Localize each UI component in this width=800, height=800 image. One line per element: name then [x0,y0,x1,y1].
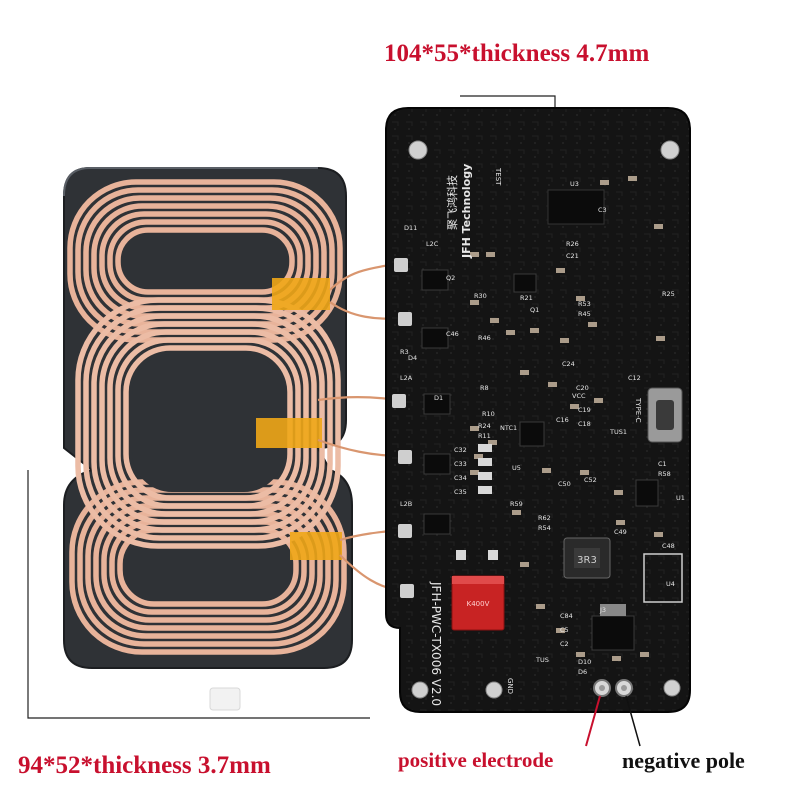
silkscreen-ref: U1 [676,494,685,502]
silkscreen-ref: C3 [598,206,607,214]
silkscreen-ref: C52 [584,476,597,484]
silkscreen-ref: C35 [454,488,467,496]
silkscreen-ref: R24 [478,422,491,430]
silkscreen: JFH Technology 聚飞鸿科技 JFH-PWC-TX006 V2.0 … [400,164,685,706]
model-number: JFH-PWC-TX006 V2.0 [429,581,443,706]
coil-dimensions-label: 94*52*thickness 3.7mm [18,752,271,779]
silkscreen-ref: L2A [400,374,413,382]
silkscreen-ref: R26 [566,240,579,248]
brand-en: JFH Technology [460,164,473,259]
silkscreen-ref: C33 [454,460,467,468]
silkscreen-ref: R3 [400,348,409,356]
silkscreen-ref: R58 [658,470,671,478]
silkscreen-ref: C19 [578,406,591,414]
silkscreen-ref: R10 [482,410,495,418]
inductor-mark: 3R3 [577,555,597,566]
silkscreen-ref: R53 [578,300,591,308]
silkscreen-ref: D11 [404,224,417,232]
silkscreen-ref: Q2 [446,274,455,282]
silkscreen-ref: R54 [538,524,551,532]
silkscreen-ref: R11 [478,432,491,440]
negative-callout-line [625,695,641,747]
silkscreen-ref: C34 [454,474,467,482]
silkscreen-ref: C20 [576,384,589,392]
silkscreen-ref: L2C [426,240,439,248]
silkscreen-ref: D1 [434,394,443,402]
silkscreen-ref: VCC [572,392,586,400]
capacitor-mark: K400V [467,600,490,608]
board-dimensions-label: 104*55*thickness 4.7mm [384,40,650,67]
main-ic [547,189,605,225]
silkscreen-ref: C46 [446,330,459,338]
kapton-tape [290,532,342,560]
gnd-label: GND [506,678,514,694]
silkscreen-ref: D4 [408,354,417,362]
silkscreen-ref: C1 [658,460,667,468]
silkscreen-ref: TUS [535,656,549,664]
silkscreen-ref: R25 [662,290,675,298]
silkscreen-ref: R62 [538,514,551,522]
silkscreen-ref: R8 [480,384,489,392]
kapton-tape [256,418,322,448]
silkscreen-ref: R59 [510,500,523,508]
coil-dimension-line [27,470,370,719]
silkscreen-ref: U5 [512,464,521,472]
silkscreen-ref: U3 [570,180,579,188]
silkscreen-ref: C32 [454,446,467,454]
red-capacitor: K400V [451,575,505,631]
pcb-board: 3R3 K400V [385,107,691,713]
brand-cn: 聚飞鸿科技 [445,175,459,230]
positive-electrode-label: positive electrode [398,748,554,772]
silkscreen-ref: D6 [578,668,587,676]
silkscreen-ref: Q1 [530,306,539,314]
silkscreen-ref: C24 [562,360,575,368]
silkscreen-ref: R45 [578,310,591,318]
silkscreen-ref: C16 [556,416,569,424]
silkscreen-ref: NTC1 [500,424,517,432]
silkscreen-ref: J3 [599,606,606,614]
silkscreen-ref: D10 [578,658,591,666]
silkscreen-ref: R30 [474,292,487,300]
positive-callout-line [585,695,601,747]
inductor-3r3: 3R3 [563,537,611,579]
silkscreen-ref: C18 [578,420,591,428]
silkscreen-ref: TUS1 [609,428,627,436]
silkscreen-ref: L2B [400,500,412,508]
kapton-tape [272,278,330,310]
silkscreen-ref: C48 [662,542,675,550]
type-c-label: TYPE-C [634,397,642,423]
silkscreen-ref: R21 [520,294,533,302]
silkscreen-ref: C5 [560,626,569,634]
silkscreen-ref: C2 [560,640,569,648]
test-label: TEST [494,167,502,186]
silkscreen-ref: C50 [558,480,571,488]
silkscreen-ref: C84 [560,612,573,620]
negative-pole-label: negative pole [622,748,745,773]
silkscreen-ref: R46 [478,334,491,342]
silkscreen-ref: C49 [614,528,627,536]
silkscreen-ref: U4 [666,580,675,588]
silkscreen-ref: C21 [566,252,579,260]
silkscreen-ref: C12 [628,374,641,382]
